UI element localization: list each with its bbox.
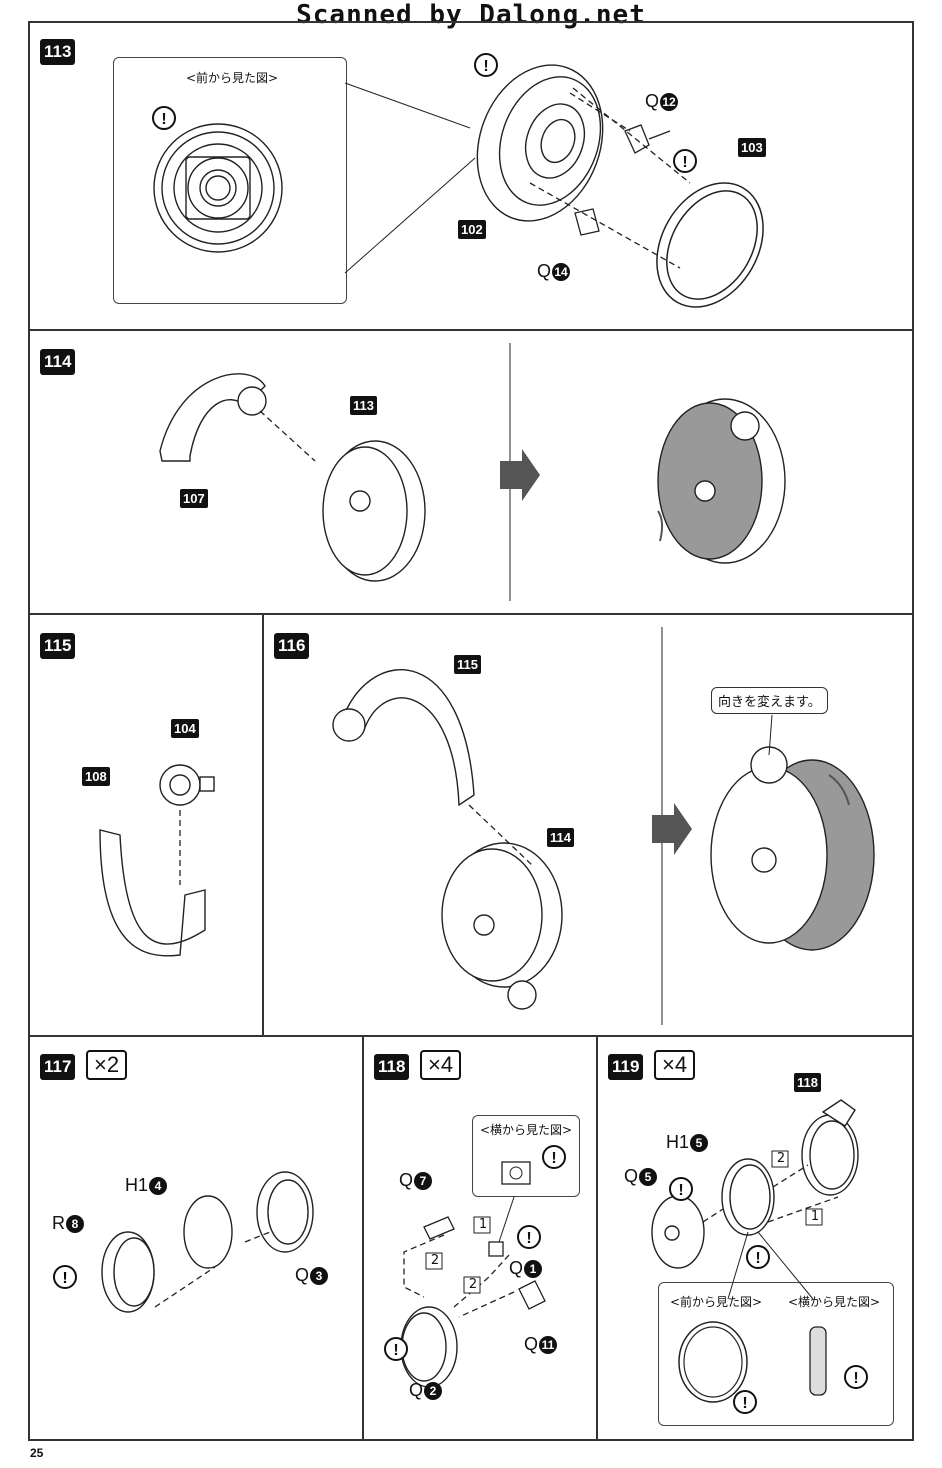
part-103-ring (656, 182, 764, 308)
part-h1-4-cylinder (183, 1195, 233, 1269)
svg-text:!: ! (393, 1342, 398, 1359)
sequence-mark-2: 2 (430, 1253, 440, 1268)
sequence-mark-1: 1 (810, 1209, 820, 1224)
part-q2-ring (400, 1306, 458, 1388)
part-115-arc (332, 669, 475, 807)
side-view-title: <横から見た図> (788, 1295, 881, 1309)
orientation-note: 向きを変えます。 (711, 687, 828, 714)
part-102-disc (476, 64, 604, 222)
part-q11 (518, 1280, 546, 1310)
step-119-panel: 119 ×4 118 <前から見た図> <横から見た図> !!!! 2 1 (597, 1036, 913, 1441)
part-118-ring (801, 1099, 859, 1196)
part-q12 (624, 124, 671, 154)
step-116-illustration (332, 627, 875, 1025)
svg-text:!: ! (62, 1270, 67, 1287)
part-q5-cap (651, 1195, 705, 1269)
step-116-panel: 116 115 114 向きを変えます。 (263, 614, 913, 1036)
step-117-illustration: ! (53, 1171, 314, 1313)
step-115-panel: 115 104 108 (29, 614, 263, 1036)
sequence-mark-2b: 2 (468, 1277, 478, 1292)
step-113-illustration: !!! (152, 53, 764, 308)
part-r8-ring (101, 1231, 155, 1313)
step-number: 115 (40, 633, 76, 659)
step-number: 117 (40, 1054, 76, 1080)
step-119-illustration: !!!! (651, 1099, 868, 1414)
part-number-118: 118 (794, 1073, 821, 1092)
quantity-multiplier: ×4 (654, 1050, 696, 1080)
front-view-title: <前から見た図> (186, 71, 279, 85)
svg-text:!: ! (742, 1395, 747, 1412)
svg-text:!: ! (483, 58, 488, 75)
svg-text:!: ! (755, 1250, 760, 1267)
scanner-watermark: Scanned by Dalong.net (296, 0, 646, 30)
part-number-114: 114 (547, 828, 574, 847)
side-view-title: <横から見た図> (480, 1123, 573, 1137)
arrow-right-icon (652, 803, 692, 855)
step-118-illustration: !!! (384, 1145, 566, 1388)
caution-icon (384, 1145, 566, 1361)
front-view-inset (113, 57, 347, 304)
svg-text:!: ! (161, 111, 166, 128)
quantity-multiplier: ×4 (420, 1050, 462, 1080)
part-114-wheel (441, 842, 563, 1010)
front-side-view-inset (658, 1282, 894, 1426)
part-number-115: 115 (454, 655, 481, 674)
sequence-mark-2: 2 (776, 1151, 786, 1166)
page-number: 25 (30, 1446, 44, 1460)
part-q3-cap (256, 1171, 314, 1253)
sequence-mark-1: 1 (478, 1217, 488, 1232)
part-number-104: 104 (171, 719, 199, 738)
part-q1 (488, 1241, 504, 1257)
part-107-arc (159, 373, 267, 462)
part-q7 (423, 1216, 455, 1240)
part-h1-5-ring (721, 1158, 775, 1236)
part-113-wheel (322, 440, 426, 582)
svg-text:!: ! (551, 1150, 556, 1167)
svg-text:!: ! (678, 1182, 683, 1199)
step-number: 116 (274, 633, 310, 659)
front-view-title: <前から見た図> (670, 1295, 763, 1309)
assembled-116-wheel (710, 746, 875, 951)
part-number-113: 113 (350, 396, 377, 415)
arrow-right-icon (500, 449, 540, 501)
step-number: 119 (608, 1054, 644, 1080)
svg-text:!: ! (682, 154, 687, 171)
step-115-illustration (99, 764, 215, 957)
assembled-114-wheel (657, 398, 786, 564)
step-number: 118 (374, 1054, 410, 1080)
caution-icon (669, 1177, 868, 1414)
part-104-joint (159, 764, 215, 806)
part-q14 (574, 208, 600, 236)
svg-text:!: ! (526, 1230, 531, 1247)
part-number-102: 102 (458, 220, 486, 239)
part-number-107: 107 (180, 489, 208, 508)
part-number-103: 103 (738, 138, 766, 157)
step-114-panel: 114 113 107 (29, 330, 913, 614)
caution-icon (152, 53, 697, 173)
quantity-multiplier: ×2 (86, 1050, 128, 1080)
part-108-arc (99, 829, 206, 957)
step-114-illustration (159, 343, 786, 601)
svg-text:!: ! (853, 1370, 858, 1387)
step-113-panel: 113 <前から見た図> !!! (29, 22, 913, 330)
part-number-108: 108 (82, 767, 110, 786)
front-view-disc (153, 123, 283, 253)
caution-icon (53, 1265, 77, 1289)
step-number: 113 (40, 39, 76, 65)
step-number: 114 (40, 349, 76, 375)
